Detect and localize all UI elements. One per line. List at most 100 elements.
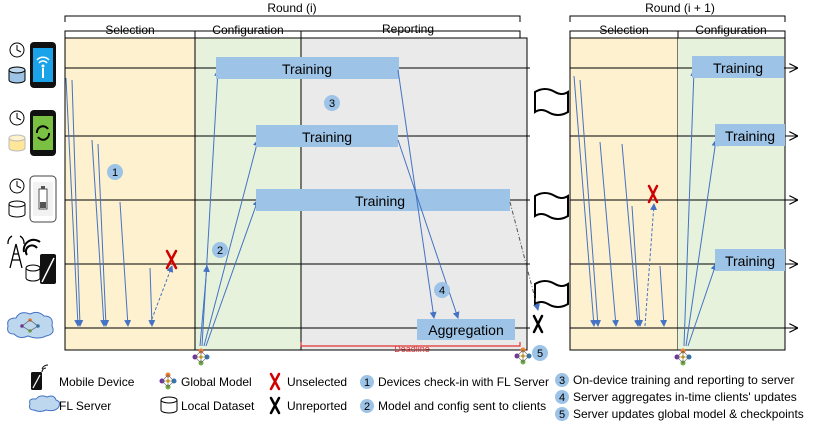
training-block-3: Training	[256, 189, 510, 211]
unselected-icon	[165, 249, 178, 270]
aggregation-block: Aggregation	[417, 319, 515, 340]
svg-text:5: 5	[559, 409, 565, 421]
legend-step-5: 5 Server updates global model & checkpoi…	[555, 407, 804, 421]
dataset-icon	[8, 66, 26, 84]
next-selection-phase-area	[569, 37, 679, 351]
svg-text:Model and config sent to clien: Model and config sent to clients	[378, 399, 546, 413]
global-model-icon	[674, 348, 692, 366]
device-2	[8, 110, 56, 156]
cloud-icon	[29, 395, 61, 412]
round-next-title: Round (i + 1)	[645, 1, 715, 15]
svg-text:Server updates global model &: Server updates global model & checkpoint…	[573, 407, 804, 421]
smartphone-icon	[40, 254, 56, 284]
svg-text:Mobile Device: Mobile Device	[59, 375, 135, 389]
signal-wifi-icon	[22, 238, 41, 256]
selection-phase-area	[64, 37, 196, 351]
step-marker-4: 4	[434, 282, 450, 298]
svg-text:Server aggregates in-time clie: Server aggregates in-time clients' updat…	[573, 390, 797, 404]
svg-text:Unreported: Unreported	[287, 399, 347, 413]
network-nodes-icon	[20, 318, 40, 333]
phase-reporting-label: Reporting	[382, 22, 434, 36]
clock-icon	[9, 178, 25, 194]
global-model-icon	[192, 348, 210, 366]
device-1	[8, 42, 56, 88]
aggregation-label: Aggregation	[428, 322, 504, 338]
unreported-icon	[269, 396, 281, 415]
fl-server-cloud	[7, 311, 54, 339]
phase-selection-label: Selection	[105, 23, 154, 37]
svg-text:3: 3	[559, 375, 565, 387]
device-4	[7, 235, 56, 284]
next-check-in-arrows	[573, 75, 668, 327]
smartphone-sync-icon	[30, 110, 56, 156]
round-i-header: Round (i) Selection Configuration Report…	[64, 1, 521, 38]
deadline-marker: Deadline	[300, 342, 521, 354]
timeline-break-symbols	[534, 88, 569, 308]
training-block-1: Training	[216, 57, 399, 79]
svg-text:2: 2	[217, 245, 223, 257]
round-next-header: Round (i + 1) Selection Configuration	[569, 1, 786, 38]
dataset-icon	[8, 200, 26, 218]
legend: Mobile Device FL Server Global Model Loc…	[29, 364, 804, 421]
step-marker-3: 3	[324, 95, 340, 111]
svg-text:1: 1	[364, 377, 370, 389]
smartphone-icon	[31, 364, 49, 390]
legend-global-model: Global Model	[159, 372, 252, 390]
cloud-icon	[7, 311, 54, 339]
svg-text:2: 2	[364, 401, 370, 413]
svg-text:4: 4	[439, 285, 445, 297]
svg-text:Unselected: Unselected	[287, 375, 347, 389]
smartphone-battery-icon	[29, 175, 57, 223]
svg-text:1: 1	[112, 167, 118, 179]
svg-text:3: 3	[329, 98, 335, 110]
svg-text:FL Server: FL Server	[59, 399, 111, 413]
legend-step-1: 1 Devices check-in with FL Server	[360, 375, 549, 389]
legend-local-dataset: Local Dataset	[160, 396, 255, 414]
next-config-arrows	[683, 69, 719, 347]
legend-mobile-device: Mobile Device	[31, 364, 135, 390]
dataset-icon	[160, 396, 178, 414]
clock-icon	[9, 110, 25, 126]
next-training-block-2: Training	[715, 124, 785, 146]
dataset-icon	[8, 134, 26, 152]
svg-text:4: 4	[559, 392, 565, 404]
round-i-title: Round (i)	[267, 1, 316, 15]
global-model-icon	[159, 372, 177, 390]
config-arrows	[199, 69, 260, 347]
smartphone-wifi-icon	[30, 42, 56, 88]
break-symbol	[534, 192, 569, 220]
break-symbol	[534, 88, 569, 116]
legend-step-4: 4 Server aggregates in-time clients' upd…	[555, 390, 797, 404]
svg-text:5: 5	[537, 348, 543, 360]
break-symbol	[534, 280, 569, 308]
svg-text:On-device training and reporti: On-device training and reporting to serv…	[573, 373, 794, 387]
training-label: Training	[725, 128, 775, 144]
svg-text:Global Model: Global Model	[181, 375, 252, 389]
legend-step-2: 2 Model and config sent to clients	[360, 399, 546, 413]
training-block-2: Training	[256, 125, 398, 147]
unselected-icon	[647, 184, 659, 204]
training-label: Training	[725, 253, 775, 269]
next-configuration-phase-area	[678, 37, 786, 351]
legend-unselected: Unselected	[269, 372, 347, 391]
training-label: Training	[355, 193, 405, 209]
svg-text:Devices check-in with FL Serve: Devices check-in with FL Server	[378, 375, 549, 389]
step-marker-1: 1	[107, 164, 123, 180]
next-phase-configuration-label: Configuration	[695, 23, 766, 37]
unreported-icon	[532, 314, 544, 334]
legend-unreported: Unreported	[269, 396, 347, 415]
training-label: Training	[713, 60, 763, 76]
clock-icon	[9, 42, 25, 58]
svg-text:Local Dataset: Local Dataset	[181, 399, 255, 413]
next-training-block-1: Training	[692, 56, 784, 78]
training-label: Training	[282, 61, 332, 77]
step-marker-2: 2	[212, 242, 228, 258]
phase-configuration-label: Configuration	[212, 23, 283, 37]
next-phase-selection-label: Selection	[599, 23, 648, 37]
global-model-icon	[514, 347, 532, 365]
training-label: Training	[302, 129, 352, 145]
check-in-arrows	[65, 77, 174, 327]
deadline-label: Deadline	[394, 344, 430, 354]
unselected-icon	[269, 372, 281, 391]
